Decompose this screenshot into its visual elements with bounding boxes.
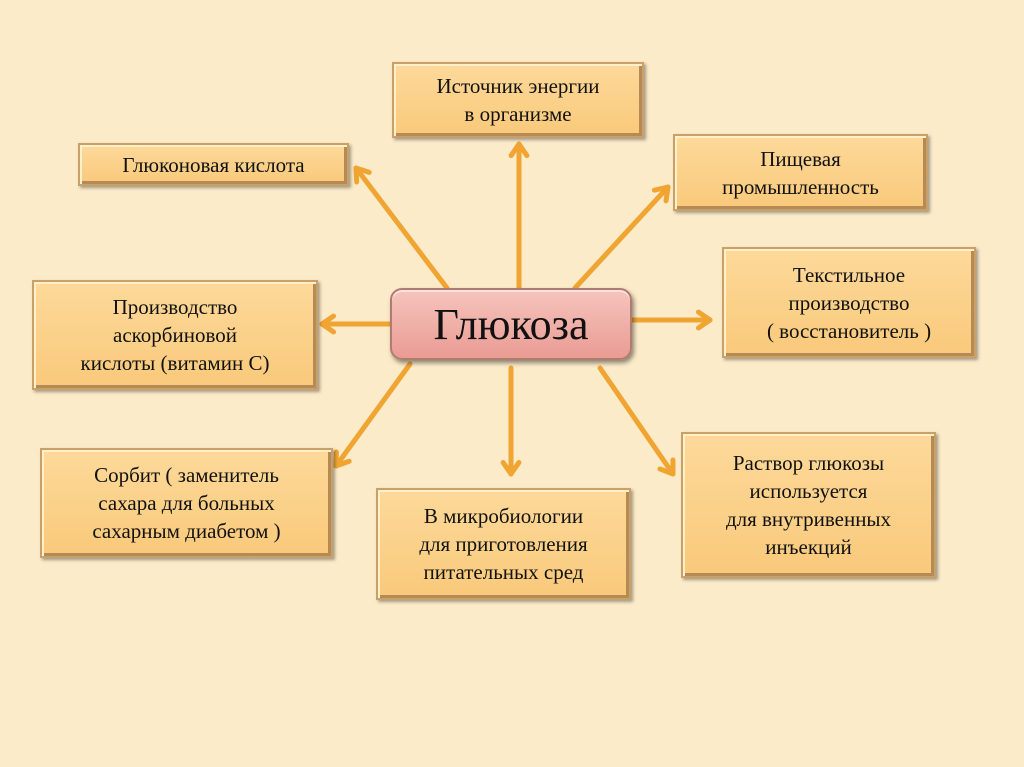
node-gluconic: Глюконовая кислота <box>78 143 349 186</box>
arrowhead <box>651 184 671 204</box>
arrowhead <box>319 313 337 335</box>
arrow-to-food <box>572 184 671 291</box>
node-text-line: Пищевая <box>760 146 841 171</box>
node-text-line: Глюконовая кислота <box>122 152 305 177</box>
node-food: Пищевая промышленность <box>673 134 928 211</box>
node-text-line: Сорбит ( заменитель <box>94 463 279 487</box>
node-text-line: в организме <box>464 102 572 126</box>
arrowhead <box>353 165 372 185</box>
arrowhead <box>695 309 713 331</box>
node-text-line: Производство <box>112 295 238 319</box>
node-ascorbic: Производство аскорбиновой кислоты (витамин… <box>32 280 318 390</box>
node-text-line: для приготовления <box>419 532 588 556</box>
arrowhead <box>500 459 522 477</box>
node-textile: Текстильное производство ( восстановитель … <box>722 247 976 358</box>
node-text-line: Текстильное <box>792 262 906 287</box>
node-sorbitol: Сорбит ( заменитель сахара для больных сах… <box>40 448 333 558</box>
node-text-line: В микробиологии <box>423 504 584 528</box>
node-text-line: Источник энергии <box>436 74 600 98</box>
node-text-line: кислоты (витамин С) <box>80 351 270 375</box>
node-text-line: используется <box>749 479 868 503</box>
node-text-line: ( восстановитель ) <box>766 318 932 343</box>
arrow-to-solution <box>597 365 676 477</box>
arrowhead <box>508 141 530 159</box>
node-text-line: для внутривенных <box>725 507 892 531</box>
node-text-line: аскорбиновой <box>113 323 237 347</box>
node-text-line: производство <box>788 290 910 315</box>
node-text-line: Раствор глюкозы <box>732 451 885 475</box>
center-label: Глюкоза <box>433 299 589 349</box>
node-text-line: сахарным диабетом ) <box>92 519 281 543</box>
arrowhead <box>333 449 352 469</box>
node-text-line: питательных сред <box>423 560 584 584</box>
arrow-to-gluconic <box>353 165 450 291</box>
node-microbio: В микробиологии для приготовления питатель… <box>376 488 631 600</box>
node-solution: Раствор глюкозы используется для внутривен… <box>681 432 936 578</box>
center-node-glucose: Глюкоза <box>390 288 632 360</box>
node-text-line: промышленность <box>722 174 879 199</box>
node-text-line: сахара для больных <box>98 491 275 515</box>
arrow-to-sorbitol <box>333 361 413 469</box>
arrowhead <box>657 457 676 477</box>
node-energy: Источник энергии в организме <box>392 62 644 138</box>
node-text-line: инъекций <box>765 535 852 559</box>
